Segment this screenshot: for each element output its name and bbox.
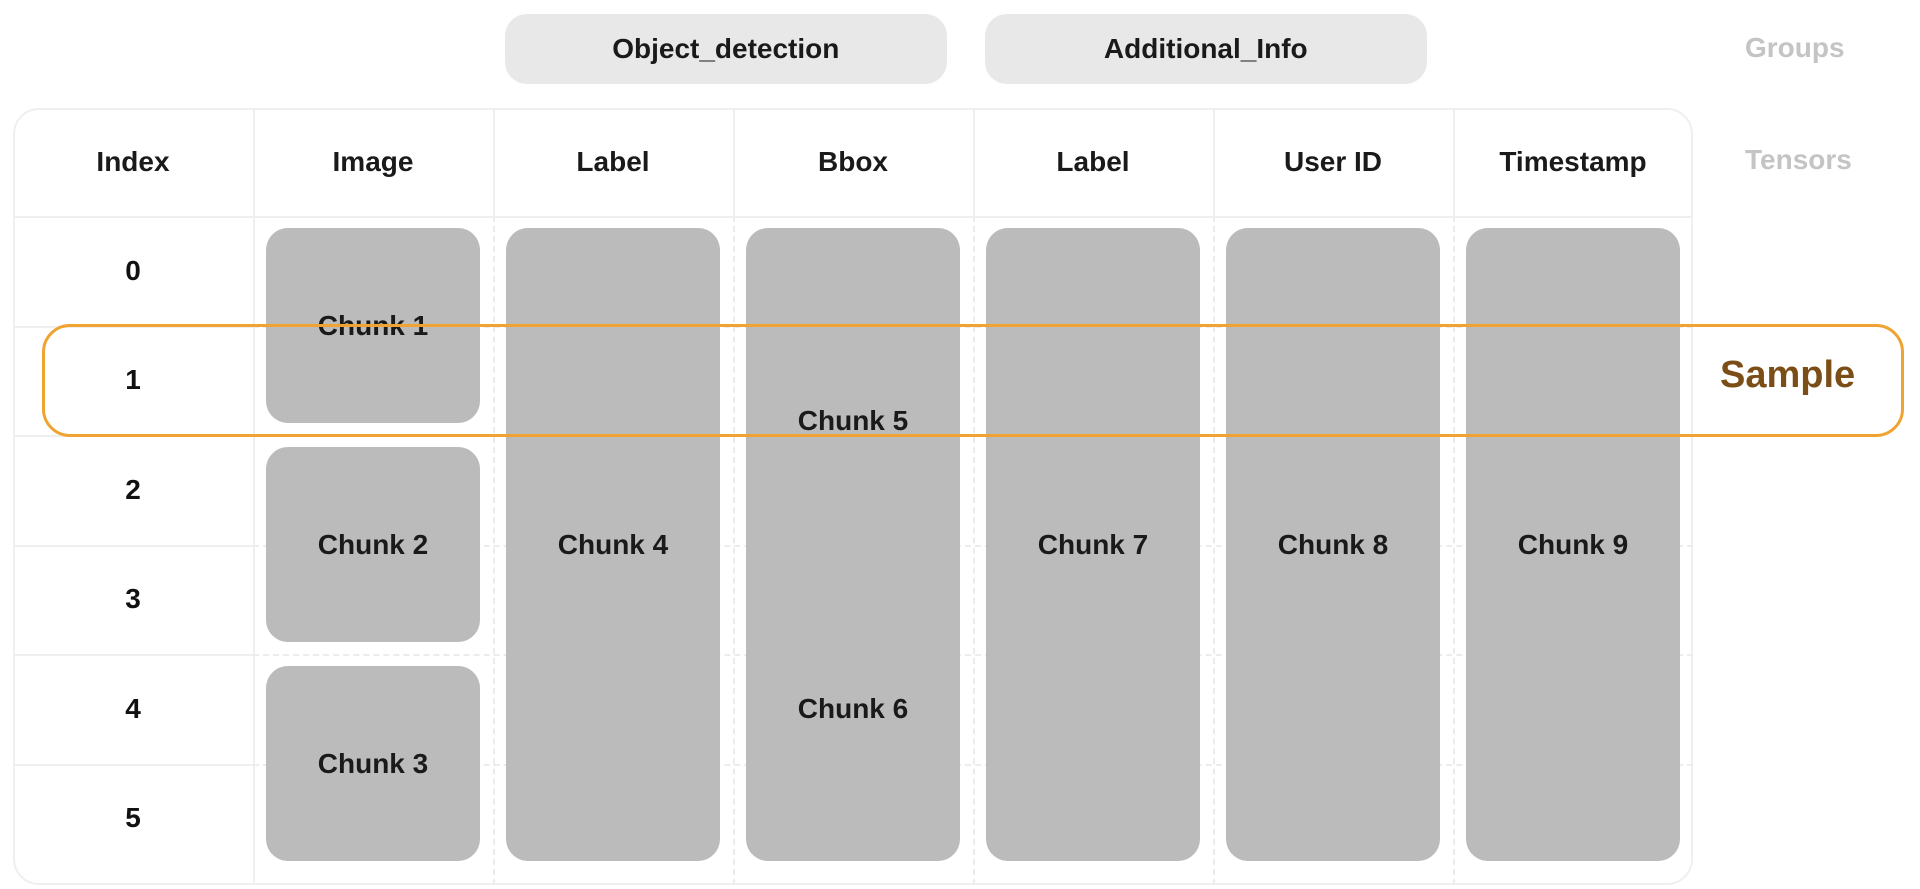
chunk-9: Chunk 9 [1466,228,1680,861]
sample-label: Sample [1720,353,1856,396]
row-divider [13,325,253,328]
index-cell-2: 2 [125,473,141,505]
chunk-7: Chunk 7 [986,228,1200,861]
column-divider [1453,216,1455,885]
sample-highlight [42,323,1904,437]
column-header-timestamp: Timestamp [1499,146,1647,177]
column-divider [733,108,735,216]
row-divider [253,544,1693,547]
index-cell-1: 1 [125,364,141,396]
column-divider [1213,108,1215,216]
header-divider [13,216,1693,218]
column-divider [1213,216,1215,885]
group-pill-object-detection: Object_detection [505,14,947,84]
column-header-user-id: User ID [1283,146,1383,177]
tensors-side-label: Tensors [1745,144,1852,175]
row-divider [13,654,253,656]
column-header-label-ai: Label [1056,146,1130,177]
chunk-5: Chunk 5 [746,228,960,615]
column-divider [973,108,975,216]
column-divider [253,216,255,885]
index-cell-3: 3 [125,583,141,615]
index-cell-5: 5 [125,802,141,834]
row-divider [13,544,253,547]
groups-side-label: Groups [1745,32,1845,63]
chunk-8: Chunk 8 [1226,228,1440,861]
index-cell-0: 0 [125,254,141,286]
column-divider [493,216,495,885]
row-divider [13,763,253,766]
column-divider [493,108,495,216]
chunk-2: Chunk 2 [266,447,480,642]
column-divider [253,108,255,216]
chunk-6: Chunk 6 [746,556,960,861]
chunk-3: Chunk 3 [266,666,480,861]
column-header-label-od: Label [576,146,650,177]
column-header-index: Index [96,146,170,177]
column-divider [1453,108,1455,216]
group-pill-additional-info: Additional_Info [985,14,1427,84]
column-header-bbox: Bbox [818,146,888,177]
chunk-4: Chunk 4 [506,228,720,861]
row-divider [253,325,1693,328]
row-divider [253,763,1693,766]
column-divider [973,216,975,885]
column-header-image: Image [332,146,414,177]
column-divider [733,216,735,885]
index-cell-4: 4 [125,692,141,724]
row-divider [253,654,1693,656]
